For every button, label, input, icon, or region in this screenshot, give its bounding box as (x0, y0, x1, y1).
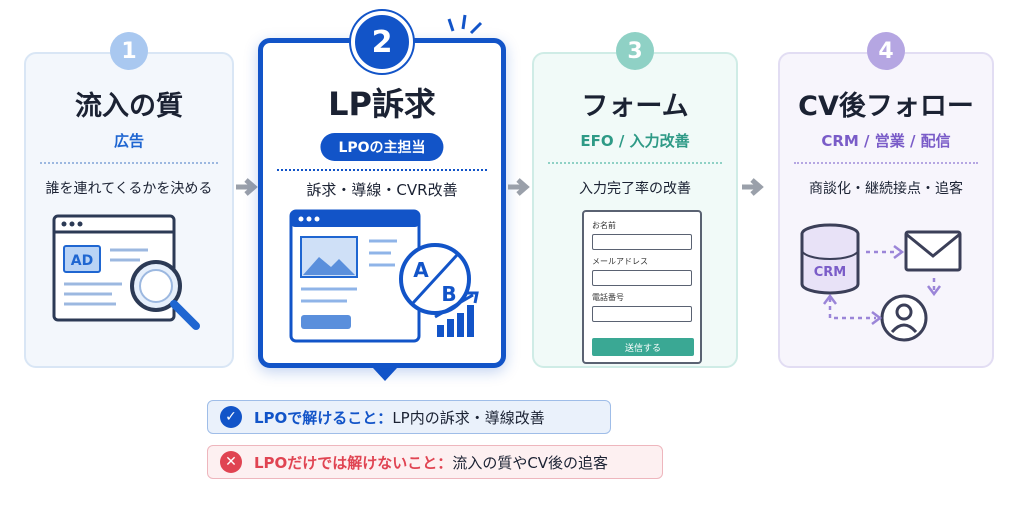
divider (277, 169, 487, 171)
check-icon: ✓ (220, 406, 242, 428)
form-mockup: お名前 メールアドレス 電話番号 送信する (582, 210, 702, 364)
note-not-solvable-text: 流入の質やCV後の追客 (452, 453, 609, 472)
note-solvable: ✓ LPOで解けること： LP内の訴求・導線改善 (207, 400, 611, 434)
callout-pointer (373, 368, 397, 381)
ab-label-a: A (413, 258, 429, 282)
crm-label: CRM (814, 265, 847, 280)
note-solvable-text: LP内の訴求・導線改善 (392, 408, 545, 427)
step-number-badge: 4 (867, 32, 905, 70)
step-title: 流入の質 (75, 91, 183, 122)
step-title: フォーム (581, 91, 689, 122)
step-title: LP訴求 (328, 85, 436, 123)
lp-ab-test-icon: A B (289, 209, 479, 343)
step-description: 商談化・継続接点・追客 (809, 181, 963, 197)
form-input-name (592, 234, 692, 250)
form-input-phone (592, 306, 692, 322)
form-label-name: お名前 (592, 221, 616, 230)
step-subtitle-pill: LPOの主担当 (320, 133, 444, 161)
note-not-solvable: ✕ LPOだけでは解けないこと： 流入の質やCV後の追客 (207, 445, 663, 479)
step-description: 訴求・導線・CVR改善 (306, 181, 458, 199)
form-submit-button: 送信する (592, 338, 694, 356)
step-card-3: 3 フォーム EFO / 入力改善 入力完了率の改善 お名前 メールアドレス 電… (532, 32, 738, 368)
step-title: CV後フォロー (798, 91, 974, 122)
step-subtitle: 広告 (113, 132, 144, 150)
ad-label: AD (71, 253, 93, 269)
form-label-email: メールアドレス (592, 257, 648, 266)
arrow-right-icon (236, 178, 258, 196)
divider (548, 162, 722, 164)
arrow-right-icon (742, 178, 764, 196)
step-number-badge: 1 (110, 32, 148, 70)
step-subtitle: EFO / 入力改善 (580, 132, 690, 150)
note-not-solvable-label: LPOだけでは解けないこと： (254, 453, 453, 472)
form-input-email (592, 270, 692, 286)
step-number-badge: 2 (351, 11, 413, 73)
step-card-2: 2 LP訴求 LPOの主担当 訴求・導線・CVR改善 A B (258, 11, 506, 381)
arrow-right-icon (508, 178, 530, 196)
step-description: 誰を連れてくるかを決める (45, 181, 213, 197)
ab-label-b: B (441, 282, 456, 306)
step-card-4: 4 CV後フォロー CRM / 営業 / 配信 商談化・継続接点・追客 CRM (778, 32, 994, 368)
note-solvable-label: LPOで解けること： (254, 408, 393, 427)
step-number-badge: 3 (616, 32, 654, 70)
step-subtitle: CRM / 営業 / 配信 (821, 132, 951, 150)
divider (794, 162, 978, 164)
emphasis-marks-icon (447, 14, 483, 35)
step-card-1: 1 流入の質 広告 誰を連れてくるかを決める AD (24, 32, 234, 368)
cross-icon: ✕ (220, 451, 242, 473)
step-description: 入力完了率の改善 (579, 181, 691, 197)
ad-search-icon: AD (52, 214, 200, 330)
divider (40, 162, 218, 164)
crm-flow-icon: CRM (800, 223, 962, 342)
form-label-phone: 電話番号 (592, 293, 624, 302)
